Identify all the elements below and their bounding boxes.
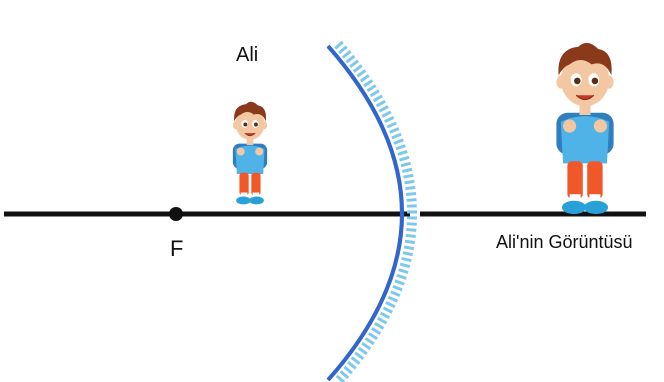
focal-point-dot-icon [169, 207, 183, 221]
boy-figure-icon [232, 101, 268, 205]
curved-mirror-icon [326, 44, 404, 382]
object-label: Ali [236, 44, 259, 66]
mirror-hatching [334, 40, 417, 382]
boy-figure-icon [555, 42, 615, 215]
focal-point-label: F [170, 236, 184, 261]
image-label: Ali'nin Görüntüsü [496, 232, 633, 252]
